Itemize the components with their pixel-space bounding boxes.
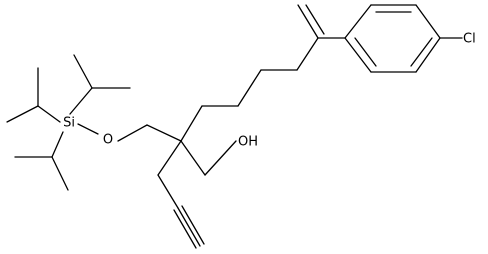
chlorine-label: Cl	[463, 32, 476, 47]
ether-oxygen-label: O	[103, 133, 113, 148]
alkyne-triple-bond	[173, 205, 205, 249]
bond-oxygen-silicon	[77, 123, 99, 135]
silicon-label: Si	[63, 116, 75, 131]
triisopropylsilyl-group	[6, 54, 131, 191]
atom-labels: Cl OH O Si	[63, 32, 476, 150]
alkyl-chain	[180, 37, 319, 142]
vinylidene-group	[297, 4, 346, 39]
hydroxyl-label: OH	[238, 135, 258, 150]
quaternary-center-bonds	[117, 124, 237, 209]
chlorophenyl-ring	[344, 4, 441, 73]
